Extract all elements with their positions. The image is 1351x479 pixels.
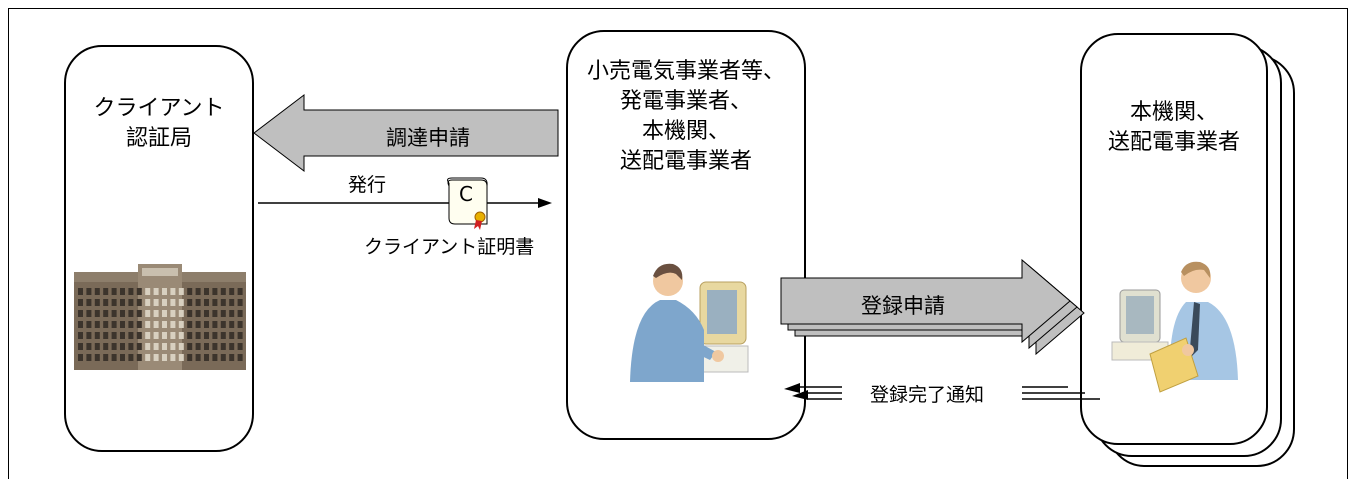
- occto-line-2: 送配電事業者: [1107, 130, 1240, 155]
- client-ca-line-1: クライアント: [93, 96, 225, 121]
- retailers-line-4: 送配電事業者: [619, 149, 752, 174]
- registration-request-label: 登録申請: [861, 294, 945, 318]
- certificate-letter: C: [459, 182, 473, 206]
- issue-arrow: [258, 198, 552, 208]
- certificate-label: クライアント証明書: [364, 236, 535, 258]
- issue-label: 発行: [348, 174, 387, 196]
- procurement-request-label: 調達申請: [386, 126, 470, 150]
- client-ca-label: クライアント 認証局: [64, 94, 254, 154]
- retailers-line-2: 発電事業者、: [619, 89, 752, 114]
- registration-request-arrow: [780, 258, 1071, 344]
- retailers-label: 小売電気事業者等、 発電事業者、 本機関、 送配電事業者: [566, 57, 806, 177]
- office-worker-with-documents-icon: [1111, 261, 1238, 393]
- office-worker-at-computer-icon: [630, 263, 749, 382]
- procurement-request-arrow: [253, 93, 559, 173]
- retailers-line-3: 本機関、: [641, 119, 730, 144]
- occto-line-1: 本機関、: [1129, 100, 1218, 125]
- client-ca-line-2: 認証局: [125, 126, 192, 151]
- diagram-frame: [8, 8, 1348, 479]
- registration-complete-label: 登録完了通知: [870, 384, 985, 406]
- occto-label: 本機関、 送配電事業者: [1080, 98, 1268, 158]
- certificate-scroll-icon: [447, 177, 488, 230]
- client-ca-box: [64, 45, 254, 452]
- registration-complete-arrow: [784, 383, 1100, 400]
- retailers-line-1: 小売電気事業者等、: [586, 59, 785, 84]
